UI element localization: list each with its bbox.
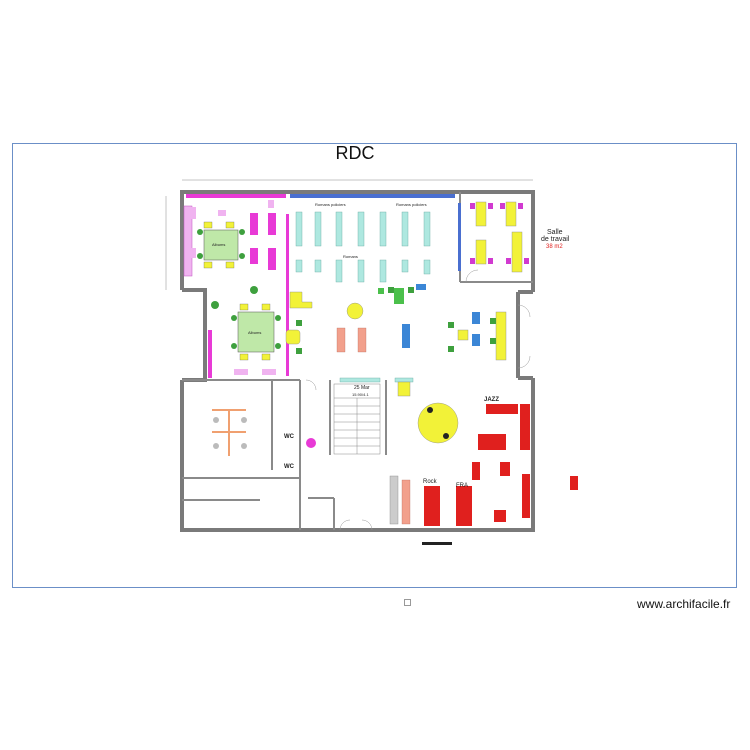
- yellow-furniture: [285, 201, 523, 444]
- salle-label-2: de travail: [541, 236, 570, 243]
- top-shelving-strip: [183, 194, 461, 378]
- stair-label: 25 Mar: [354, 385, 370, 391]
- green-units: [378, 288, 404, 304]
- dimension-lines: [165, 179, 533, 290]
- salle-label-1: Salle: [547, 229, 563, 236]
- romans-policiers-label-2: Romans policiers: [396, 202, 427, 207]
- plan-title: RDC: [335, 143, 375, 163]
- blue-units: [402, 284, 480, 348]
- office-desks: [212, 409, 246, 456]
- entrance-counter: [389, 475, 399, 525]
- drawing-frame: [12, 143, 737, 588]
- salle-area: 38 m2: [546, 244, 563, 250]
- desk-chairs: [470, 203, 529, 264]
- pink-bins: [190, 200, 276, 375]
- rock-label: Rock: [423, 479, 438, 485]
- albums-label-2: Albums: [248, 330, 261, 335]
- resize-handle[interactable]: [404, 599, 411, 606]
- wc-label-1: WC: [284, 434, 295, 440]
- romans-label: Romans: [343, 254, 358, 259]
- romans-policiers-label-1: Romans policiers: [315, 202, 346, 207]
- staircase: [333, 383, 381, 455]
- credit-text: www.archifacile.fr: [637, 597, 731, 611]
- cyan-shelving: [295, 211, 431, 383]
- salmon-tables: [336, 327, 411, 525]
- fra-label: FRA: [456, 483, 468, 489]
- office-chairs: [213, 417, 247, 449]
- stair-sublabel: 15.90/4.1: [352, 392, 369, 397]
- red-bins: [424, 404, 578, 526]
- wc-label-2: WC: [284, 464, 295, 470]
- albums-label-1: Albums: [212, 242, 225, 247]
- walls: [180, 190, 535, 532]
- albums-area: Albums Albums: [197, 221, 281, 361]
- interior-walls: [182, 192, 533, 530]
- black-stool: [422, 407, 452, 545]
- jazz-label: JAZZ: [484, 397, 499, 403]
- magenta-racks: [250, 213, 316, 448]
- door-arcs: [305, 269, 531, 531]
- green-chairs: [296, 287, 496, 354]
